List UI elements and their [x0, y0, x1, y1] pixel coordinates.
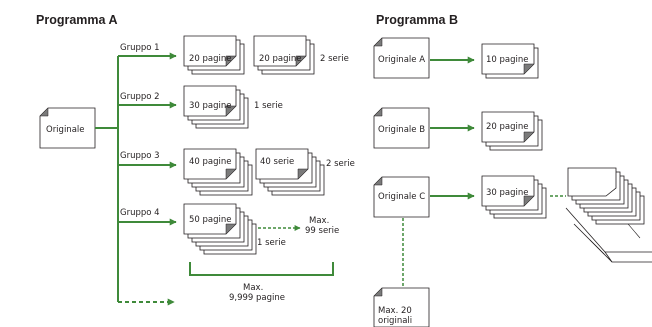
max-originals-document-icon	[373, 287, 430, 327]
group-3-first-stack-icon	[183, 148, 253, 196]
group-4-pages: 50 pagine	[189, 215, 232, 225]
max-pages-bracket	[189, 262, 334, 276]
group-connector-lines	[95, 52, 177, 302]
group-2-label: Gruppo 2	[120, 92, 160, 102]
program-b-title: Programma B	[376, 13, 458, 27]
original-document-icon	[39, 107, 96, 149]
max-pages-line2: 9,999 pagine	[229, 293, 285, 303]
group-4-stack-icon	[183, 203, 257, 255]
group-3-second-label: 40 serie	[260, 157, 294, 167]
group-4-max-sets-line2: 99 serie	[305, 226, 339, 236]
program-a-title: Programma A	[36, 13, 118, 27]
original-c-label: Originale C	[378, 192, 425, 202]
original-a-label: Originale A	[378, 55, 425, 65]
group-4-label: Gruppo 4	[120, 208, 160, 218]
original-a-pages: 10 pagine	[486, 55, 529, 65]
original-c-output-stack-icon	[481, 175, 547, 219]
group-1-second-pages: 20 pagine	[259, 54, 302, 64]
original-b-document-icon	[373, 107, 430, 149]
group-1-label: Gruppo 1	[120, 43, 160, 53]
group-1-second-stack-icon	[253, 35, 315, 75]
group-3-label: Gruppo 3	[120, 151, 160, 161]
group-3-sets: 2 serie	[326, 159, 355, 169]
group-1-sets: 2 serie	[320, 54, 349, 64]
max-originals-line1: Max. 20	[378, 306, 412, 316]
original-c-document-icon	[373, 176, 430, 218]
group-4-max-sets-line1: Max.	[309, 216, 329, 226]
group-3-pages: 40 pagine	[189, 157, 232, 167]
group-4-sets: 1 serie	[257, 238, 286, 248]
group-3-second-stack-icon	[255, 148, 325, 196]
group-2-stack-icon	[183, 85, 249, 129]
original-c-pages: 30 pagine	[486, 188, 529, 198]
original-label: Originale	[46, 125, 85, 135]
original-b-pages: 20 pagine	[486, 122, 529, 132]
original-a-output-stack-icon	[481, 43, 539, 79]
group-1-first-stack-icon	[183, 35, 245, 75]
original-a-document-icon	[373, 37, 430, 79]
max-originals-line2: originali	[378, 316, 412, 326]
original-b-label: Originale B	[378, 125, 425, 135]
group-2-sets: 1 serie	[254, 101, 283, 111]
group-2-pages: 30 pagine	[189, 101, 232, 111]
original-b-output-stack-icon	[481, 111, 543, 151]
group-1-pages: 20 pagine	[189, 54, 232, 64]
output-tray-icon	[565, 167, 652, 263]
max-pages-line1: Max.	[243, 283, 263, 293]
